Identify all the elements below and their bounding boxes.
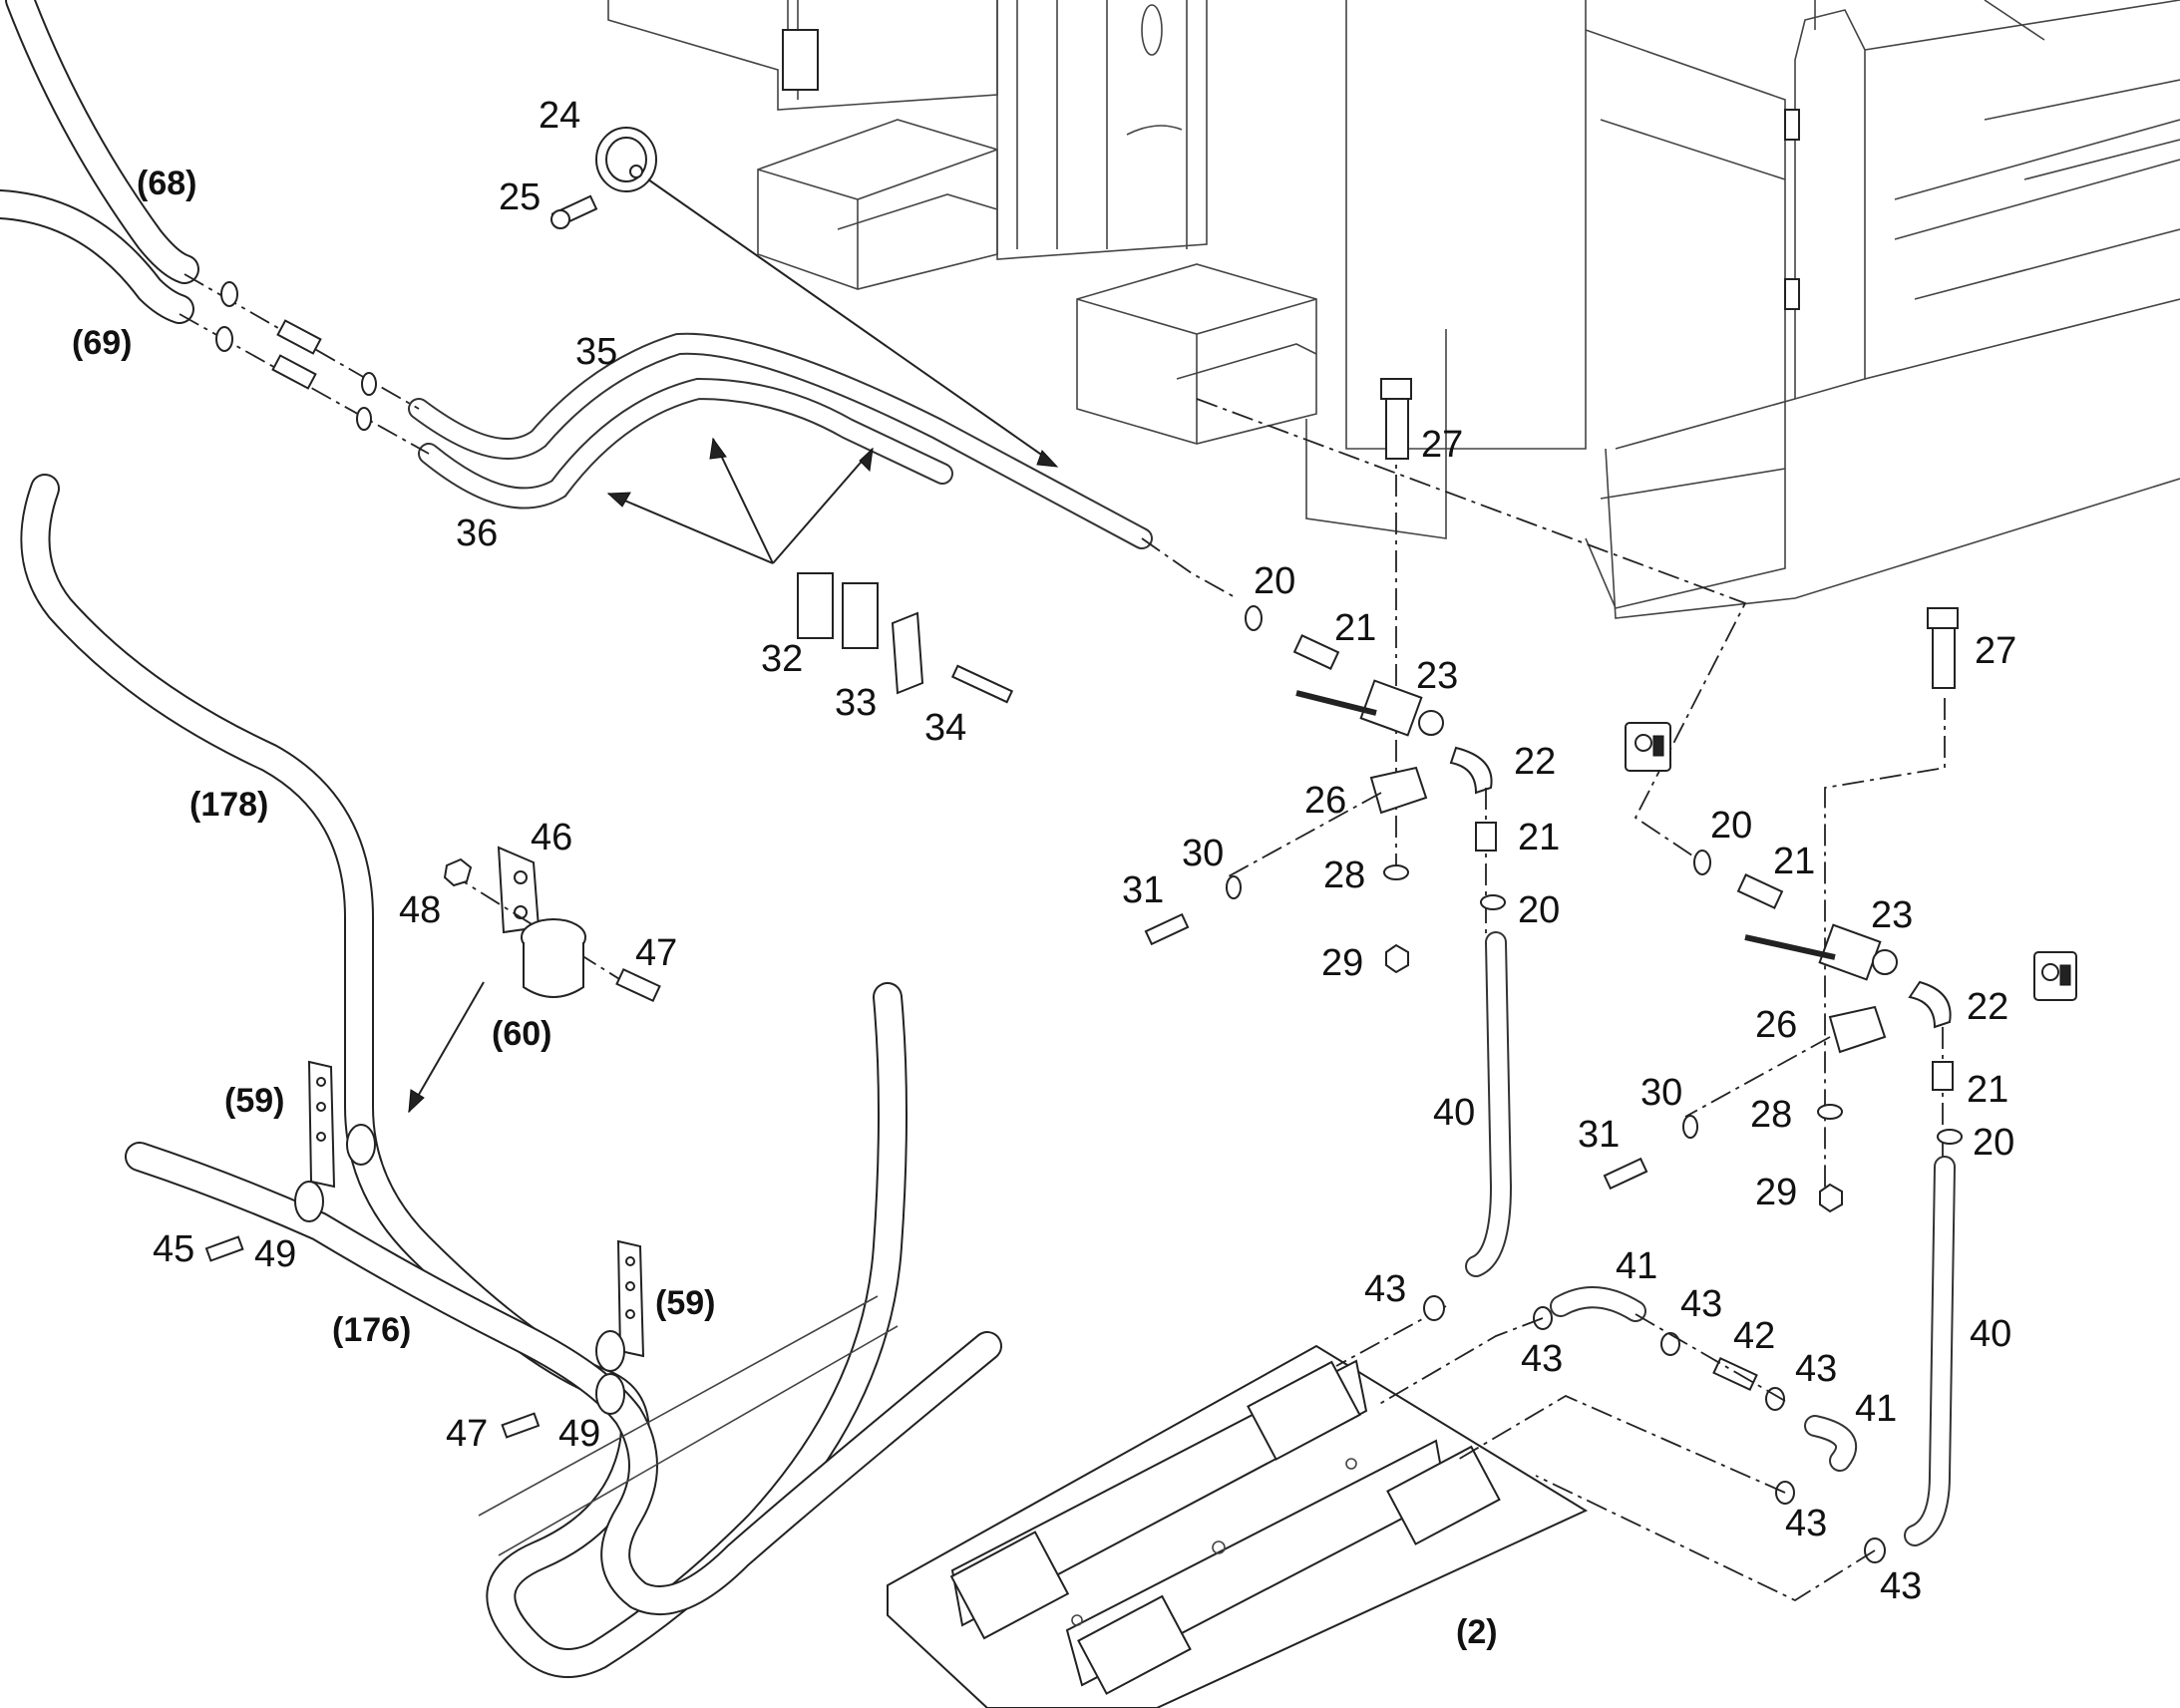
clamp-24: [595, 127, 1059, 468]
bracket-59-lower: [501, 1239, 645, 1439]
valve-assembly-left: [1141, 378, 1506, 974]
ref-68: (68): [137, 165, 196, 202]
hose-40-left: [1465, 931, 1513, 1277]
callout-42: 42: [1733, 1315, 1775, 1357]
callout-43: 43: [1680, 1283, 1722, 1325]
callout-34: 34: [924, 707, 966, 749]
callout-27: 27: [1975, 630, 2016, 672]
ref-60: (60): [492, 1015, 551, 1053]
callout-46: 46: [531, 817, 572, 858]
callout-28: 28: [1750, 1094, 1792, 1136]
clamps-43: [1335, 1295, 1886, 1602]
callout-40: 40: [1433, 1092, 1475, 1134]
callout-26: 26: [1304, 780, 1346, 822]
callout-23: 23: [1416, 655, 1458, 697]
hose-68: [5, 0, 199, 284]
callout-31: 31: [1122, 869, 1164, 911]
callout-20: 20: [1710, 805, 1752, 847]
callout-33: 33: [835, 682, 877, 724]
callout-49: 49: [254, 1233, 296, 1275]
callout-45: 45: [153, 1228, 194, 1270]
machine-frame: [607, 0, 2180, 619]
callout-28: 28: [1323, 854, 1365, 896]
ref-59-upper: (59): [224, 1082, 284, 1120]
callout-24: 24: [539, 95, 580, 137]
bracket-59-upper: [204, 1060, 376, 1262]
callout-25: 25: [499, 176, 541, 218]
callout-31: 31: [1578, 1114, 1620, 1156]
hose-69: [0, 189, 194, 324]
callout-30: 30: [1640, 1072, 1682, 1114]
callout-21: 21: [1334, 607, 1376, 649]
callout-48: 48: [399, 889, 441, 931]
callout-49: 49: [558, 1413, 600, 1455]
callout-43: 43: [1364, 1268, 1406, 1310]
callout-40: 40: [1970, 1313, 2011, 1355]
callout-29: 29: [1321, 942, 1363, 984]
ref-178: (178): [189, 786, 268, 824]
callout-20: 20: [1254, 560, 1295, 602]
hose-41: [1550, 1286, 1858, 1472]
callout-27: 27: [1421, 424, 1463, 466]
callout-21: 21: [1773, 841, 1815, 882]
callout-43: 43: [1795, 1348, 1837, 1390]
callout-22: 22: [1967, 986, 2008, 1028]
callout-22: 22: [1514, 741, 1556, 783]
callout-36: 36: [456, 512, 498, 554]
hose-176: [125, 1142, 1002, 1615]
callout-32: 32: [761, 638, 803, 680]
reference-labels: (68) (69) (178) (60) (59) (59) (176) (2): [72, 165, 1498, 1651]
ref-2: (2): [1456, 1613, 1498, 1651]
ref-69: (69): [72, 324, 132, 362]
clamp-parts-32-33-34: [606, 437, 1014, 704]
callout-21: 21: [1518, 817, 1560, 858]
hose-40-right: [1904, 1156, 1956, 1546]
callout-41: 41: [1855, 1388, 1897, 1430]
callout-20: 20: [1518, 889, 1560, 931]
cooler-assembly: [887, 1344, 1589, 1708]
callout-20: 20: [1973, 1122, 2014, 1164]
callout-23: 23: [1871, 894, 1913, 936]
callout-43: 43: [1521, 1338, 1563, 1380]
callout-21: 21: [1967, 1069, 2008, 1111]
callout-30: 30: [1182, 833, 1224, 874]
screw-25: [550, 194, 598, 229]
clamp-60-assembly: [408, 846, 661, 1114]
callout-29: 29: [1755, 1172, 1797, 1213]
valve-assembly-right: [1196, 398, 1963, 1213]
hose-35: [408, 332, 1153, 549]
callout-labels: 24 25 35 36 27 27 20 21 23 22 26 21 20 3…: [153, 95, 2016, 1607]
hose-36: [418, 377, 953, 510]
callout-35: 35: [575, 331, 617, 373]
callout-47: 47: [446, 1413, 488, 1455]
callout-43: 43: [1785, 1503, 1827, 1544]
fittings-68-69: [179, 273, 430, 455]
ref-59-lower: (59): [655, 1284, 715, 1322]
callout-26: 26: [1755, 1004, 1797, 1046]
callout-47: 47: [635, 932, 677, 974]
callout-41: 41: [1616, 1245, 1657, 1287]
ref-176: (176): [332, 1311, 411, 1349]
warning-label-icon: [1625, 722, 1671, 772]
warning-label-icon: [2033, 951, 2077, 1001]
callout-43: 43: [1880, 1565, 1922, 1607]
